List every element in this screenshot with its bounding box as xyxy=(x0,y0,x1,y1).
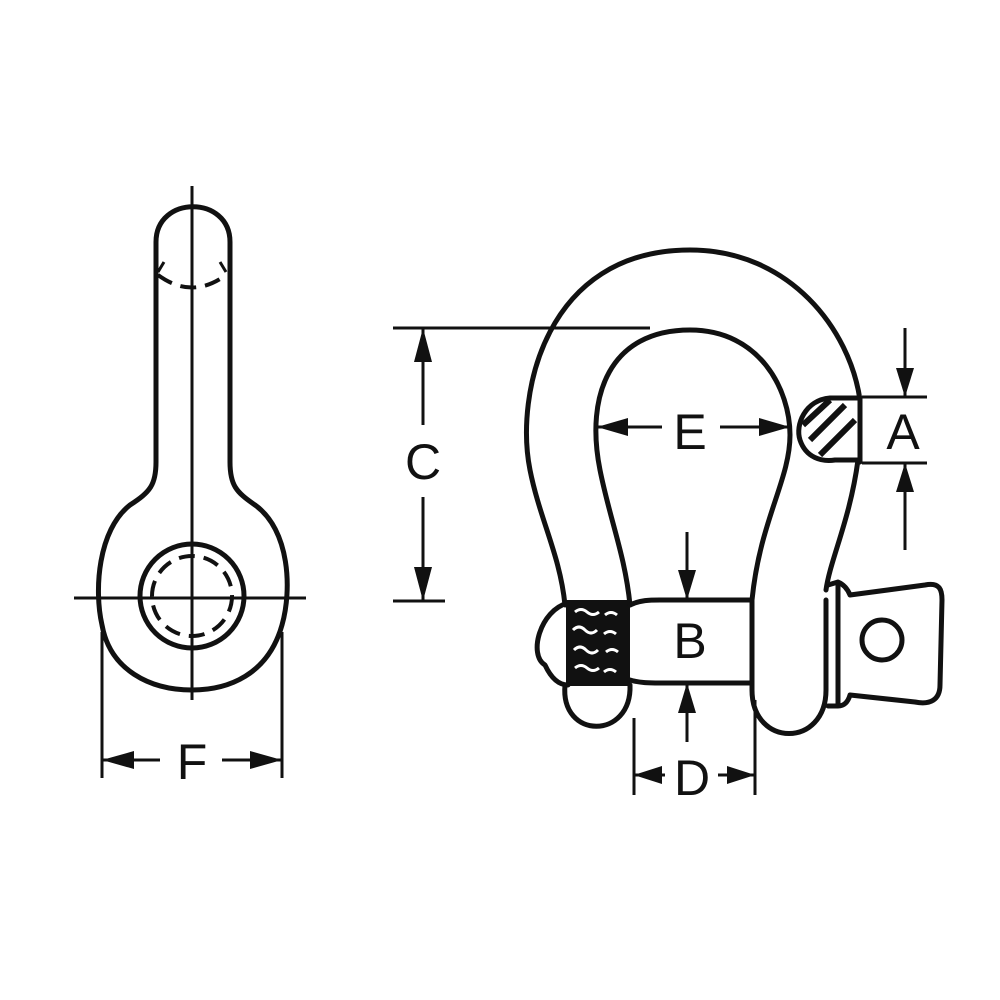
dimension-c: C xyxy=(393,326,650,603)
left-eye xyxy=(562,682,633,729)
label-f: F xyxy=(177,734,208,790)
side-view: F xyxy=(74,186,306,790)
pin-tab xyxy=(825,579,945,709)
bow-inner xyxy=(593,327,793,608)
dimension-a: A xyxy=(862,328,927,550)
label-c: C xyxy=(405,434,441,490)
pin-head-knurl xyxy=(534,600,630,688)
right-eye xyxy=(749,597,829,736)
side-view-outline xyxy=(96,204,290,693)
label-e: E xyxy=(673,404,706,460)
dimension-b: B xyxy=(673,532,707,742)
bow-cross-section xyxy=(796,395,863,465)
dimension-d: D xyxy=(632,700,757,806)
pin-shaft xyxy=(627,597,755,686)
label-a: A xyxy=(886,404,920,460)
label-d: D xyxy=(674,750,710,806)
dimension-e: E xyxy=(597,404,790,460)
label-b: B xyxy=(673,613,706,669)
front-view: C E A B xyxy=(393,247,945,806)
dimension-f: F xyxy=(100,632,284,790)
tab-hole xyxy=(859,617,905,663)
bow-outer xyxy=(524,247,863,608)
